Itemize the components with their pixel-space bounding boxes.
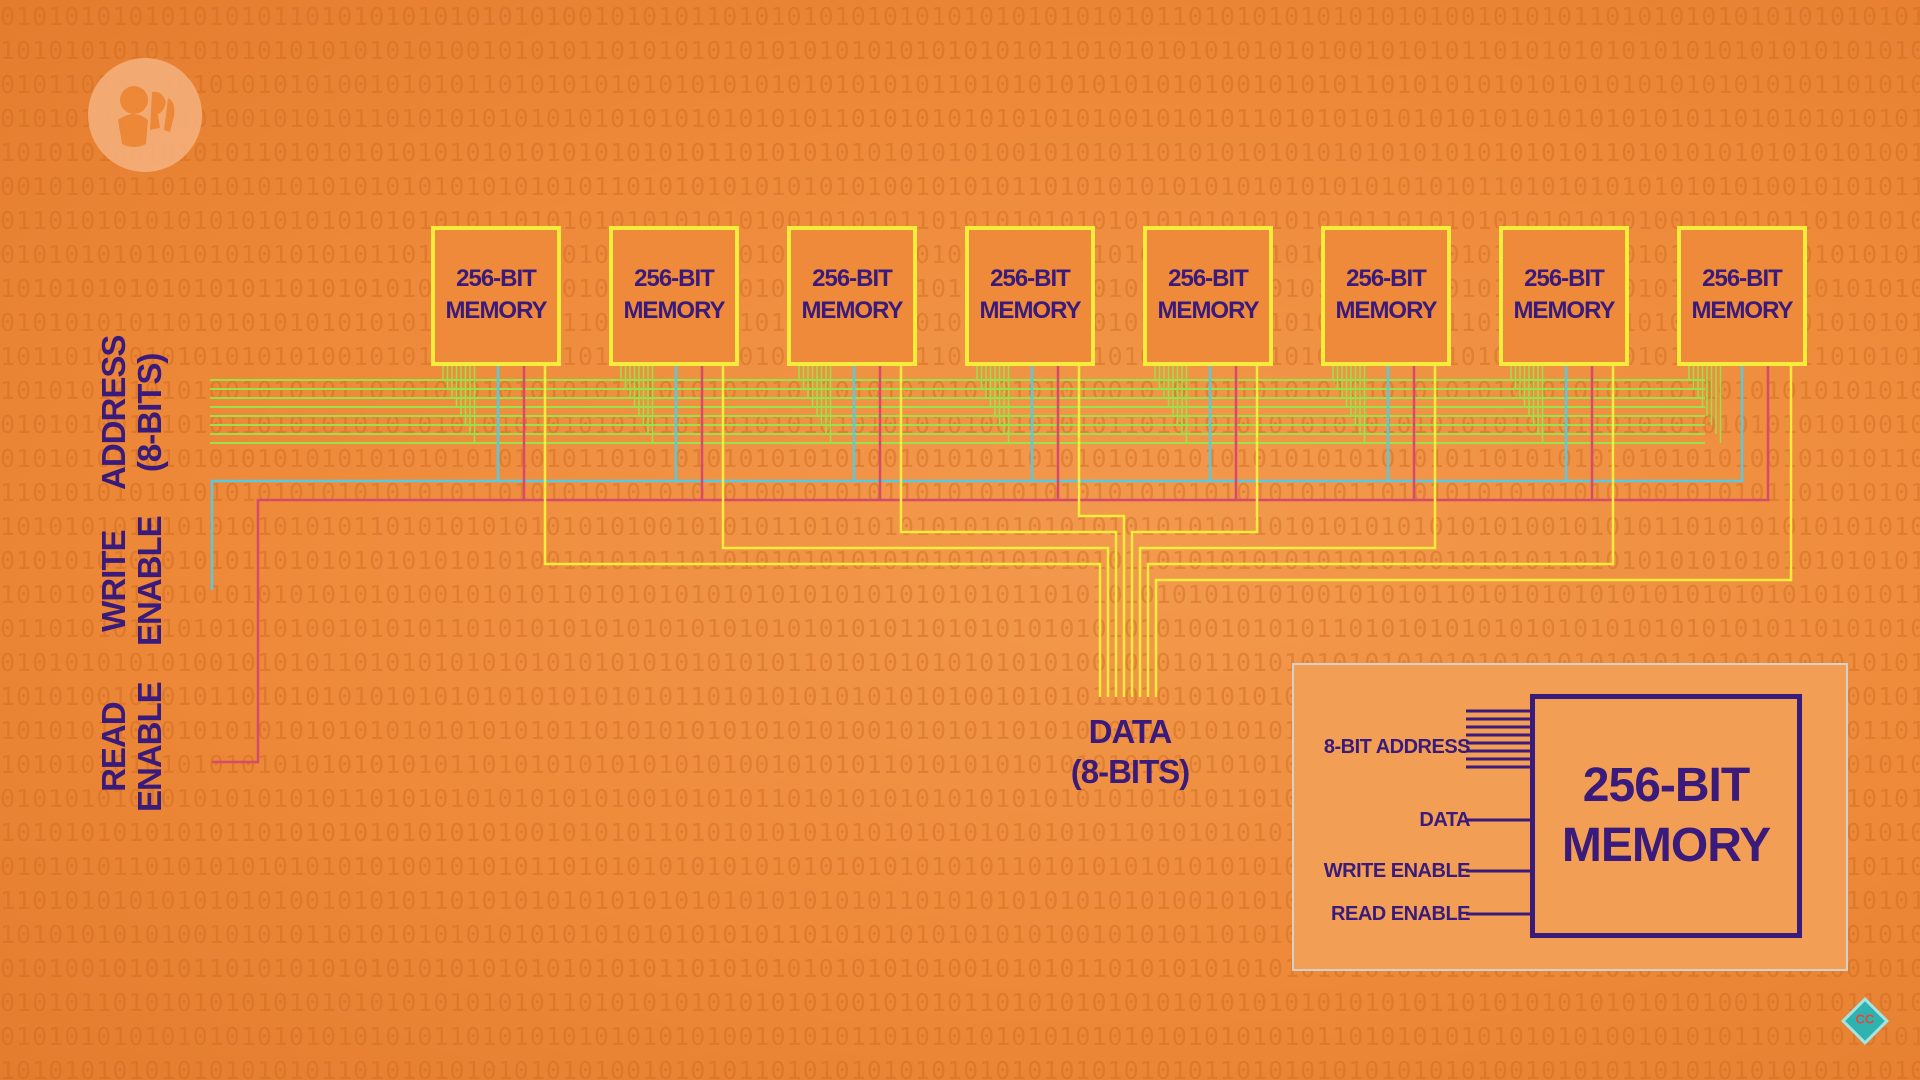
legend-data-label: DATA [1419, 809, 1470, 831]
memory-module: 256-BIT MEMORY [1143, 226, 1273, 366]
address-tap [1712, 363, 1717, 434]
memory-module-label: 256-BIT [812, 265, 893, 292]
memory-module-box [965, 226, 1095, 366]
memory-module-label: MEMORY [1691, 297, 1793, 324]
data-line [1154, 364, 1793, 697]
memory-module-box [1677, 226, 1807, 366]
memory-module-box [787, 226, 917, 366]
memory-module-label: MEMORY [623, 297, 725, 324]
memory-module: 256-BIT MEMORY [1499, 226, 1629, 366]
data-line [543, 364, 1102, 697]
memory-module: 256-BIT MEMORY [965, 226, 1095, 366]
memory-module-label: 256-BIT [1168, 265, 1249, 292]
write-enable-bus [210, 364, 1744, 590]
memory-module-label: MEMORY [1157, 297, 1259, 324]
memory-module-label: MEMORY [1335, 297, 1437, 324]
legend-read-enable-label: READ ENABLE [1331, 903, 1470, 925]
memory-module-box [1321, 226, 1451, 366]
legend-pins [1466, 709, 1530, 916]
address-label: ADDRESS (8-BITS) [95, 335, 168, 490]
read-enable-bus [212, 364, 1770, 764]
memory-module-box [609, 226, 739, 366]
memory-module: 256-BIT MEMORY [1677, 226, 1807, 366]
memory-module: 256-BIT MEMORY [609, 226, 739, 366]
memory-module: 256-BIT MEMORY [787, 226, 917, 366]
data-line [1146, 364, 1615, 697]
memory-module-box [431, 226, 561, 366]
memory-module-box [1143, 226, 1273, 366]
legend-write-enable-label: WRITE ENABLE [1323, 860, 1471, 882]
memory-module-label: MEMORY [445, 297, 547, 324]
pbs-logo-icon [88, 58, 202, 172]
memory-module-box [1499, 226, 1629, 366]
memory-module-label: 256-BIT [1524, 265, 1605, 292]
memory-module-label: MEMORY [801, 297, 903, 324]
memory-module-label: 256-BIT [990, 265, 1071, 292]
legend-memory-box: 256-BIT MEMORY [1530, 694, 1802, 938]
memory-legend: 8-BIT ADDRESS DATA WRITE ENABLE READ ENA… [1292, 663, 1848, 971]
data-line [1077, 364, 1126, 697]
data-line [899, 364, 1118, 697]
legend-address-label: 8-BIT ADDRESS [1323, 736, 1471, 758]
address-tap [1710, 363, 1714, 425]
memory-module: 256-BIT MEMORY [431, 226, 561, 366]
memory-module-label: MEMORY [1513, 297, 1615, 324]
memory-module-label: 256-BIT [634, 265, 715, 292]
memory-module-label: 256-BIT [1346, 265, 1427, 292]
data-line [721, 364, 1110, 697]
data-line [1138, 364, 1437, 697]
memory-module-label: MEMORY [979, 297, 1081, 324]
data-bus-label: DATA (8-BITS) [1070, 713, 1191, 790]
write-enable-label: WRITE ENABLE [95, 516, 168, 646]
memory-module: 256-BIT MEMORY [1321, 226, 1451, 366]
memory-module-label: 256-BIT [1702, 265, 1783, 292]
memory-module-label: 256-BIT [456, 265, 537, 292]
data-line [1130, 364, 1259, 697]
read-enable-label: READ ENABLE [95, 682, 168, 812]
